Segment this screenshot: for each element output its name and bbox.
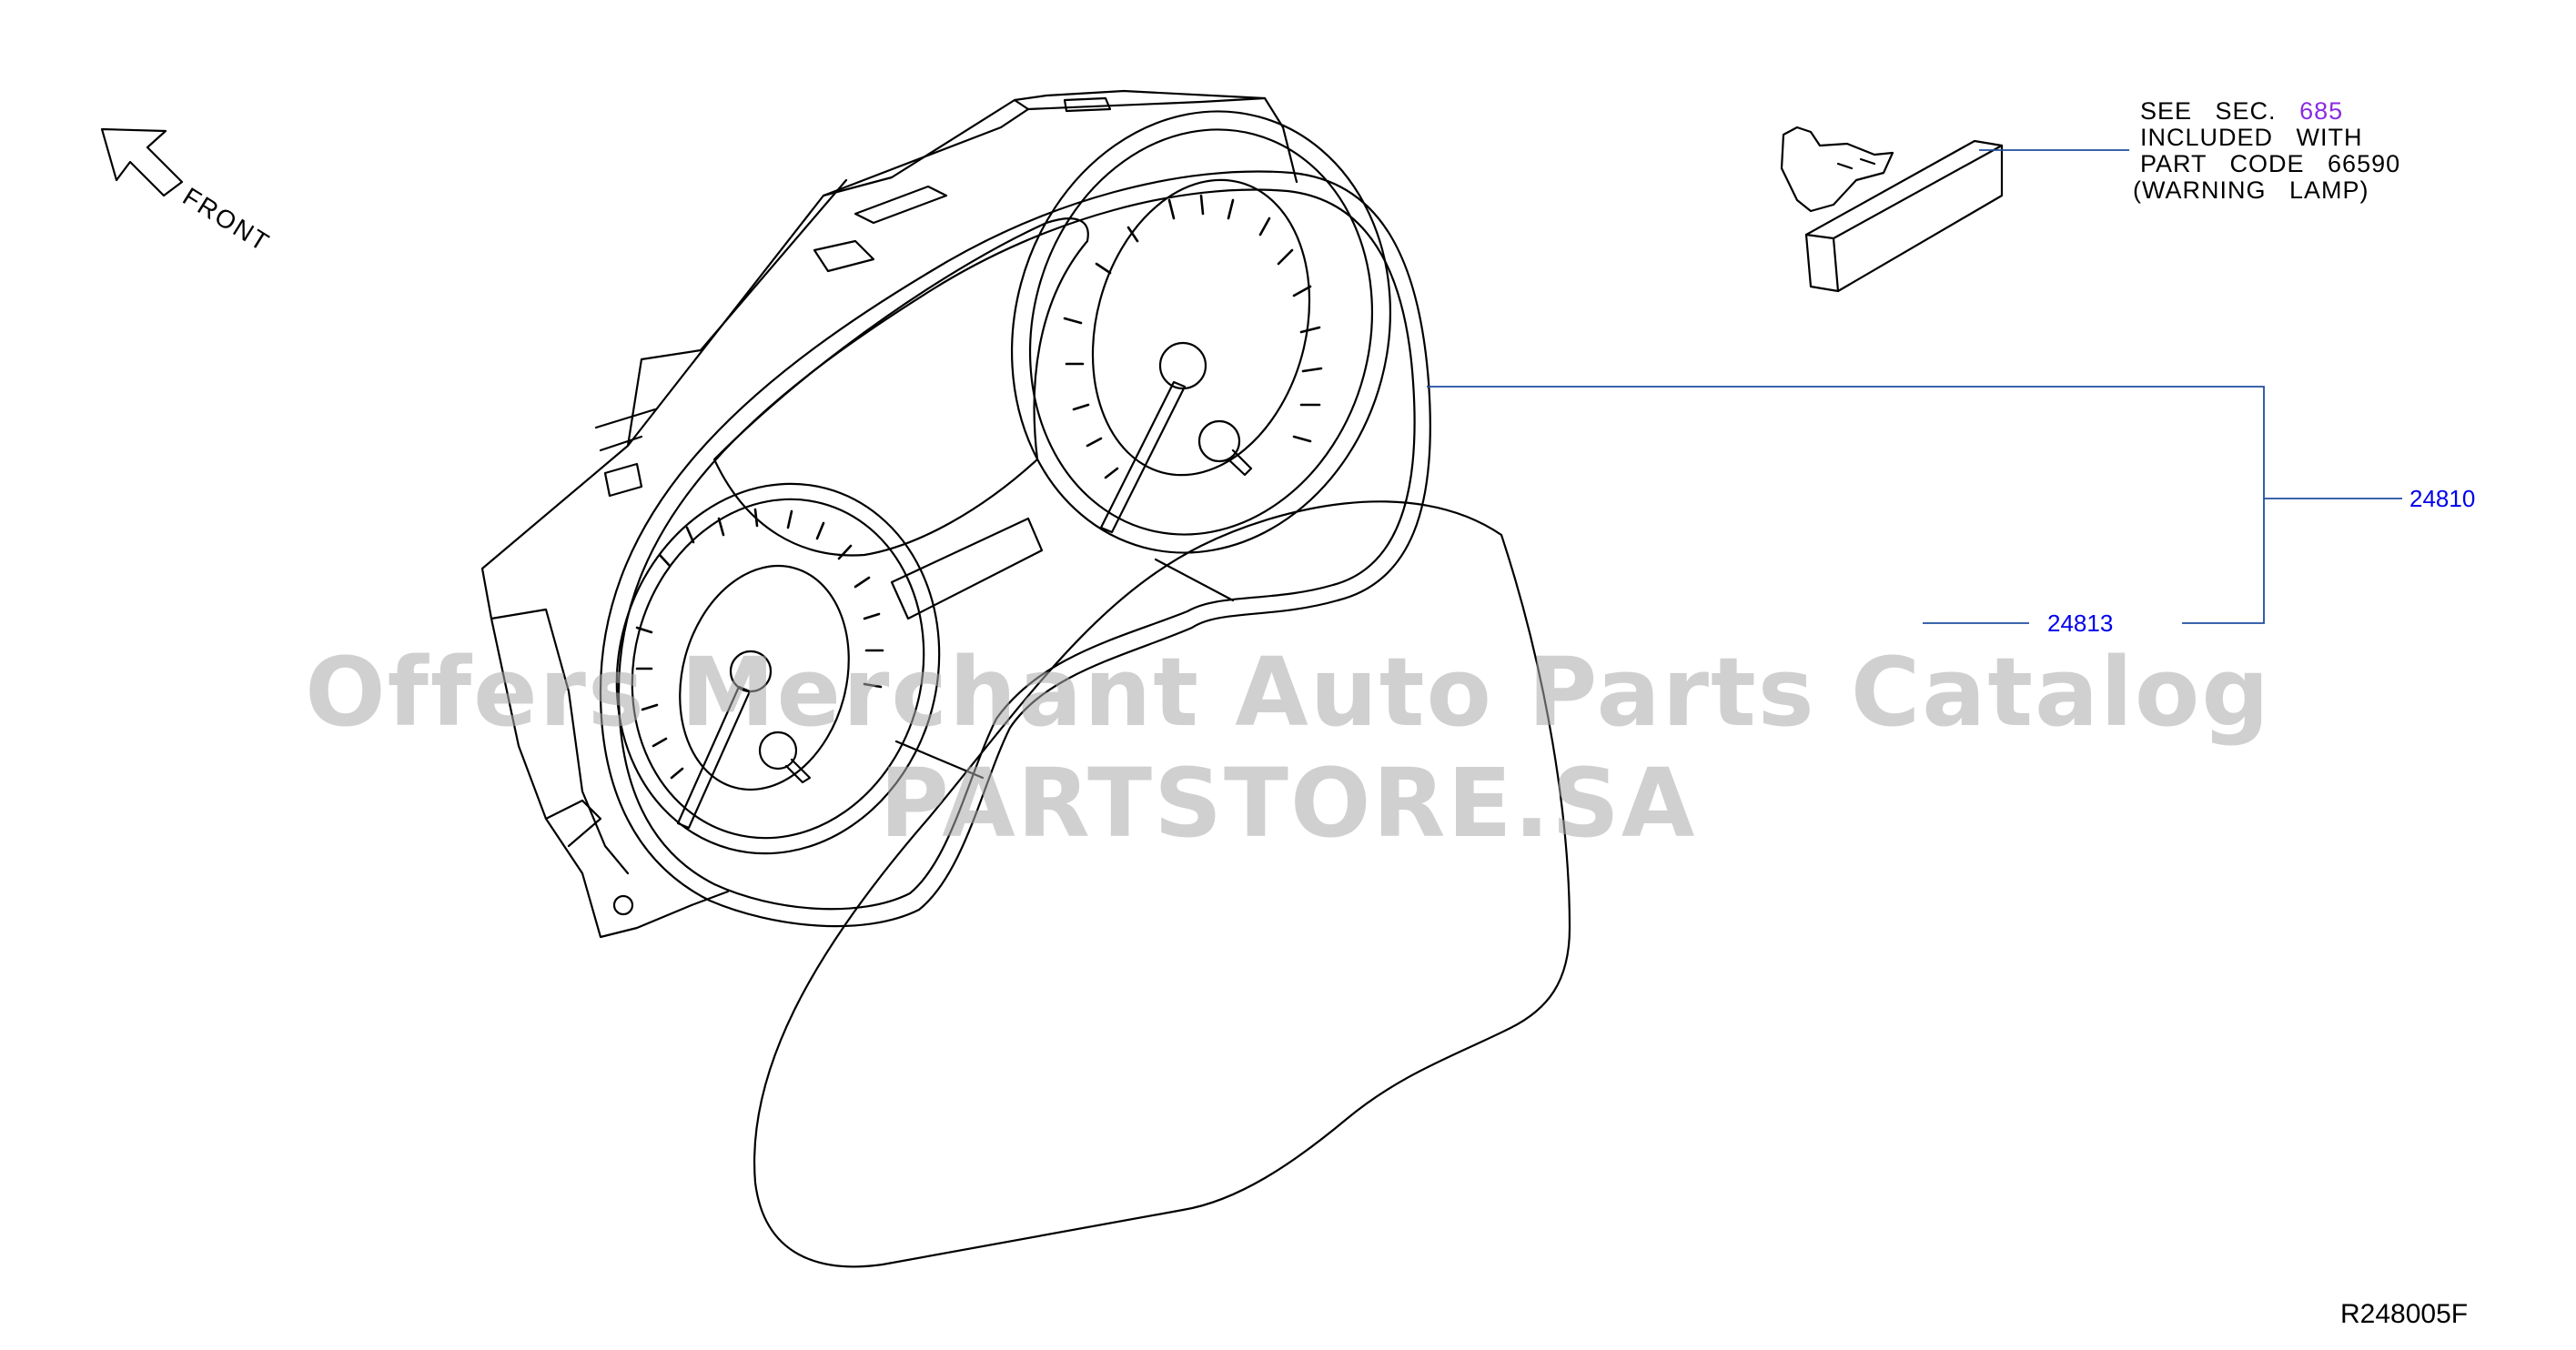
diagram-code: R248005F xyxy=(2340,1299,2469,1329)
combination-meter-assembly xyxy=(480,89,1431,939)
see-section-note-line1: SEE SEC. 685 xyxy=(2140,98,2343,125)
section-685-link[interactable]: 685 xyxy=(2299,97,2344,125)
meter-lens-glass xyxy=(753,500,1571,1268)
leader-lines xyxy=(1427,149,2402,624)
see-section-prefix: SEE SEC. xyxy=(2140,97,2300,125)
front-arrow-icon xyxy=(100,127,184,197)
see-section-note-line3: PART CODE 66590 xyxy=(2140,150,2401,177)
see-section-note-line2: INCLUDED WITH xyxy=(2140,124,2363,151)
part-number-24813-link[interactable]: 24813 xyxy=(2047,610,2114,637)
see-section-note-line4: (WARNING LAMP) xyxy=(2133,176,2369,204)
warning-lamp-bulb xyxy=(1780,126,2004,293)
part-number-24810-link[interactable]: 24810 xyxy=(2409,485,2476,512)
